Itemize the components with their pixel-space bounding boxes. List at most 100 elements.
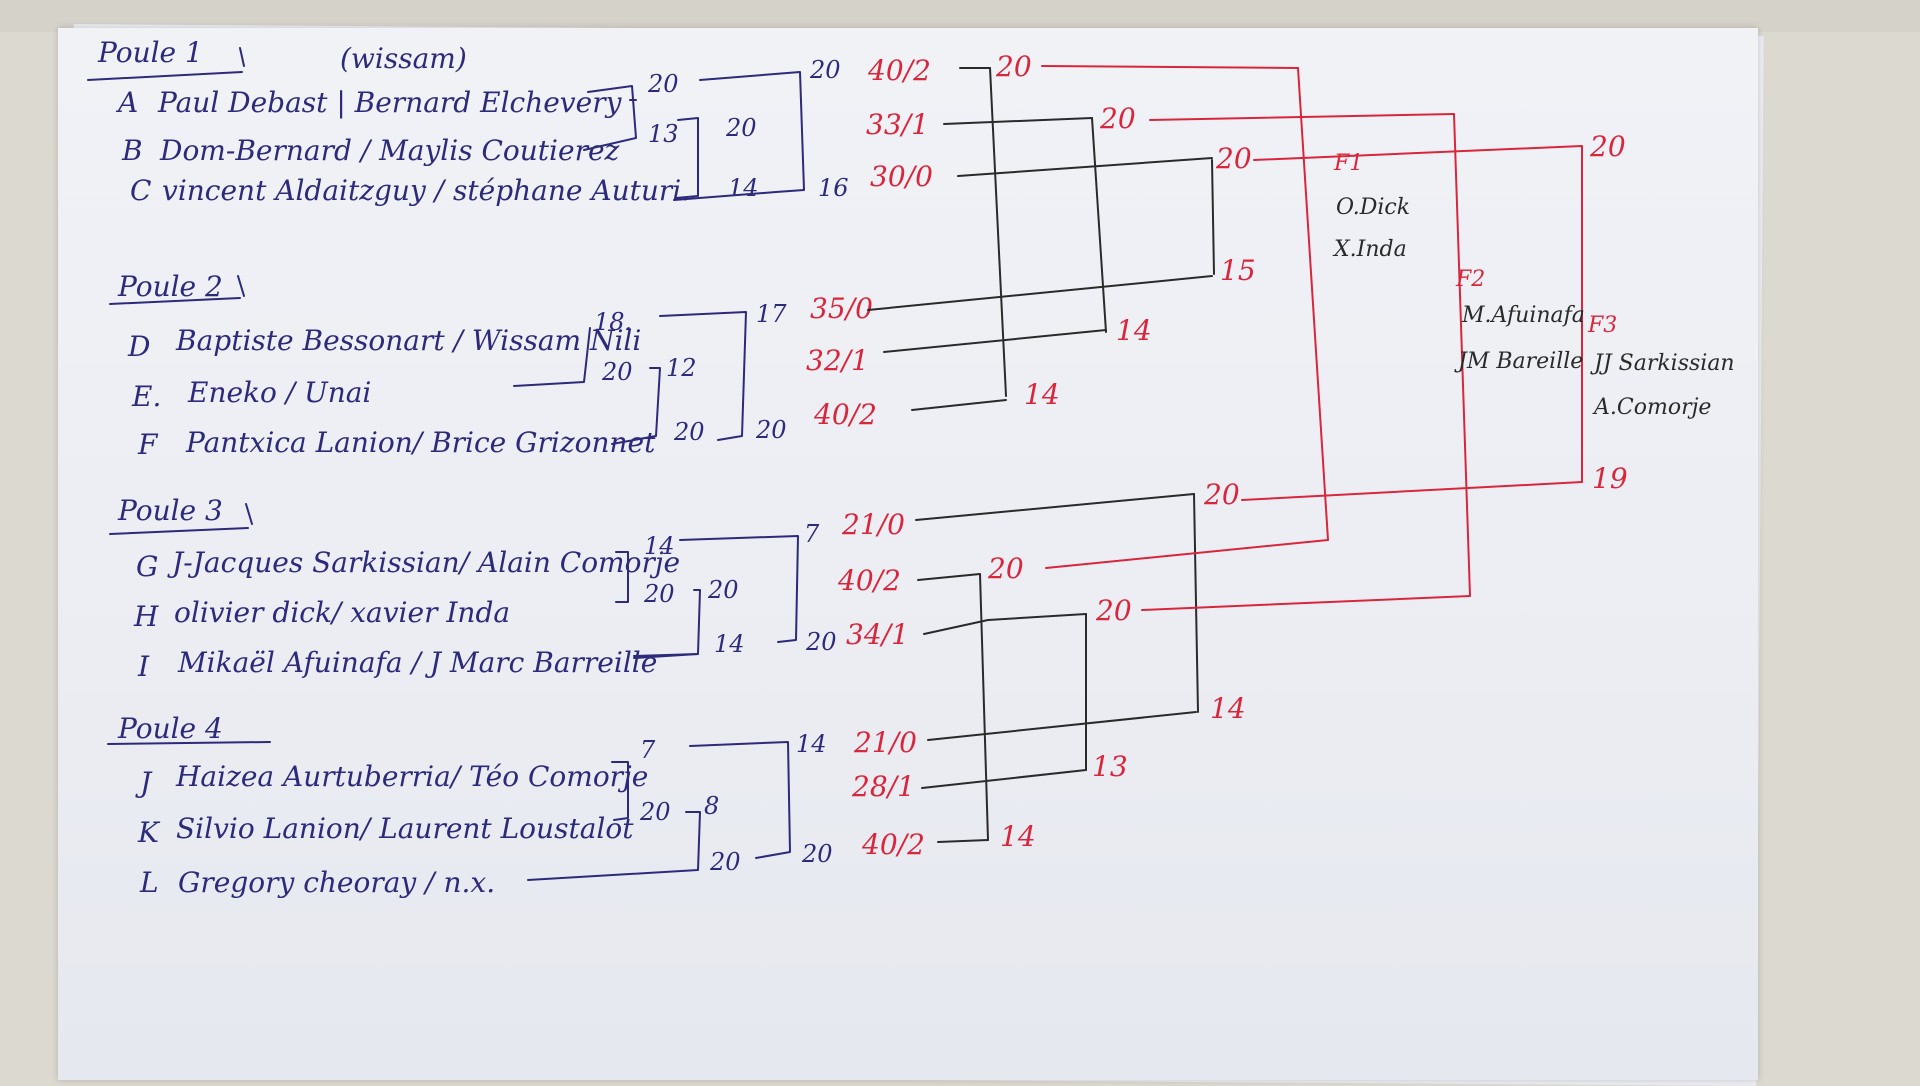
pool-1-scores: 20 13 20 14 20 16 — [647, 56, 849, 202]
pool-1-lines — [583, 71, 805, 201]
final-player: JM Bareille — [1454, 349, 1583, 374]
team-name: vincent Aldaitzguy / stéphane Auturi. — [162, 174, 690, 207]
final-player: A.Comorje — [1592, 395, 1711, 420]
pool-1-teams: A Paul Debast | Bernard Elchevery B Dom-… — [115, 86, 690, 207]
quarter-score: 20 — [1215, 142, 1252, 175]
team-name: Silvio Lanion/ Laurent Loustalot — [176, 812, 634, 845]
standing: 40/2 — [813, 398, 877, 431]
team-name: Eneko / Unai — [187, 376, 371, 409]
standing: 28/1 — [851, 770, 915, 803]
pool-score: 14 — [644, 532, 675, 560]
pool-score: 20 — [639, 798, 671, 826]
standing: 33/1 — [866, 108, 929, 141]
final-label: F1 — [1333, 151, 1363, 176]
pool-score: 17 — [756, 300, 787, 328]
standing: 40/2 — [837, 564, 901, 597]
standing: 30/0 — [870, 160, 933, 193]
pool-score: 20 — [647, 70, 679, 98]
final-score: 20 — [1589, 130, 1626, 163]
pool-2-header: Poule 2 — [109, 270, 245, 305]
standing: 35/0 — [810, 292, 873, 325]
pool-4-lines — [527, 741, 791, 881]
standings: 40/2 33/1 30/0 35/0 32/1 40/2 21/0 40/2 … — [806, 54, 933, 861]
team-name: Mikaël Afuinafa / J Marc Barreille — [177, 646, 657, 679]
pool-score: 13 — [648, 120, 679, 148]
quarter-score: 15 — [1220, 254, 1256, 287]
pool-score: 14 — [728, 174, 759, 202]
pool-score: 18. — [594, 308, 632, 336]
final-player: X.Inda — [1332, 237, 1407, 262]
quarter-score: 13 — [1092, 750, 1128, 783]
pool-3-scores: 14 20 20 14 7 20 — [643, 520, 837, 658]
pool-3-lines — [615, 535, 799, 659]
pool-2-scores: 18. 20 12 20 17 20 — [594, 300, 787, 446]
quarter-score: 20 — [995, 50, 1032, 83]
standing: 40/2 — [867, 54, 931, 87]
pool-1-header: Poule 1 — [87, 36, 245, 81]
standing: 32/1 — [806, 344, 869, 377]
quarter-score: 14 — [1024, 378, 1060, 411]
team-letter: E. — [131, 380, 161, 413]
pool-4-teams: J Haizea Aurtuberria/ Téo Comorje K Silv… — [135, 760, 648, 899]
team-letter: H — [133, 600, 159, 633]
final-player: O.Dick — [1336, 195, 1410, 220]
pool-score: 20 — [801, 840, 833, 868]
pool-title: Poule 3 — [117, 494, 223, 527]
quarter-score: 20 — [1095, 594, 1132, 627]
pool-score: 20 — [709, 848, 741, 876]
pool-score: 12 — [666, 354, 697, 382]
finals-labels: F1 O.Dick X.Inda F2 M.Afuinafa JM Bareil… — [1332, 130, 1735, 495]
team-name: Dom-Bernard / Maylis Coutierez — [159, 134, 620, 167]
knockout-lines-bottom — [915, 493, 1199, 843]
team-letter: F — [137, 428, 159, 461]
team-letter: L — [139, 866, 159, 899]
pool-2-teams: D Baptiste Bessonart / Wissam Nili E. En… — [127, 324, 656, 461]
team-name: Paul Debast | Bernard Elchevery — [157, 86, 623, 119]
team-name: J-Jacques Sarkissian/ Alain Comorje — [167, 546, 680, 579]
quarter-score: 20 — [987, 552, 1024, 585]
team-letter: G — [136, 550, 158, 583]
pool-4-header: Poule 4 — [107, 712, 271, 745]
pool-2-lines — [513, 311, 747, 445]
pool-title: Poule 2 — [117, 270, 223, 303]
pool-score: 20 — [755, 416, 787, 444]
paper-sheet — [58, 28, 1758, 1080]
team-name: Haizea Aurtuberria/ Téo Comorje — [175, 760, 648, 793]
pool-3-teams: G J-Jacques Sarkissian/ Alain Comorje H … — [133, 546, 680, 683]
pool-score: 20 — [809, 56, 841, 84]
pool-score: 20 — [601, 358, 633, 386]
team-letter: I — [137, 650, 150, 683]
knockout-lines-top — [867, 67, 1215, 411]
quarter-score: 14 — [1210, 692, 1246, 725]
team-letter: K — [137, 816, 161, 849]
pool-score: 20 — [707, 576, 739, 604]
pool-score: 8 — [704, 792, 719, 820]
quarter-score: 20 — [1099, 102, 1136, 135]
team-name: Baptiste Bessonart / Wissam Nili — [175, 324, 641, 357]
team-letter: B — [121, 134, 143, 167]
pool-score: 14 — [796, 730, 827, 758]
pool-score: 20 — [805, 628, 837, 656]
team-name: olivier dick/ xavier Inda — [174, 596, 510, 629]
pool-score: 20 — [725, 114, 757, 142]
standing: 21/0 — [853, 726, 917, 759]
pool-title: Poule 4 — [117, 712, 223, 745]
quarter-score: 20 — [1203, 478, 1240, 511]
pool-4-scores: 7 20 8 20 14 20 — [639, 730, 833, 876]
final-player: M.Afuinafa — [1461, 303, 1585, 328]
pool-title: Poule 1 — [97, 36, 203, 69]
team-letter: C — [130, 174, 151, 207]
pool-score: 20 — [643, 580, 675, 608]
team-letter: D — [127, 330, 150, 363]
standing: 21/0 — [841, 508, 905, 541]
finals-lines — [1041, 65, 1583, 611]
pool-score: 14 — [714, 630, 745, 658]
team-letter: A — [115, 86, 138, 119]
final-label: F2 — [1455, 267, 1485, 292]
annotation-wissam: (wissam) — [340, 42, 467, 75]
knockout-scores: 20 20 20 15 14 14 20 20 20 14 13 14 — [987, 50, 1256, 853]
pool-score: 20 — [673, 418, 705, 446]
standing: 34/1 — [846, 618, 909, 651]
pool-score: 7 — [804, 520, 820, 548]
team-letter: J — [135, 766, 153, 799]
